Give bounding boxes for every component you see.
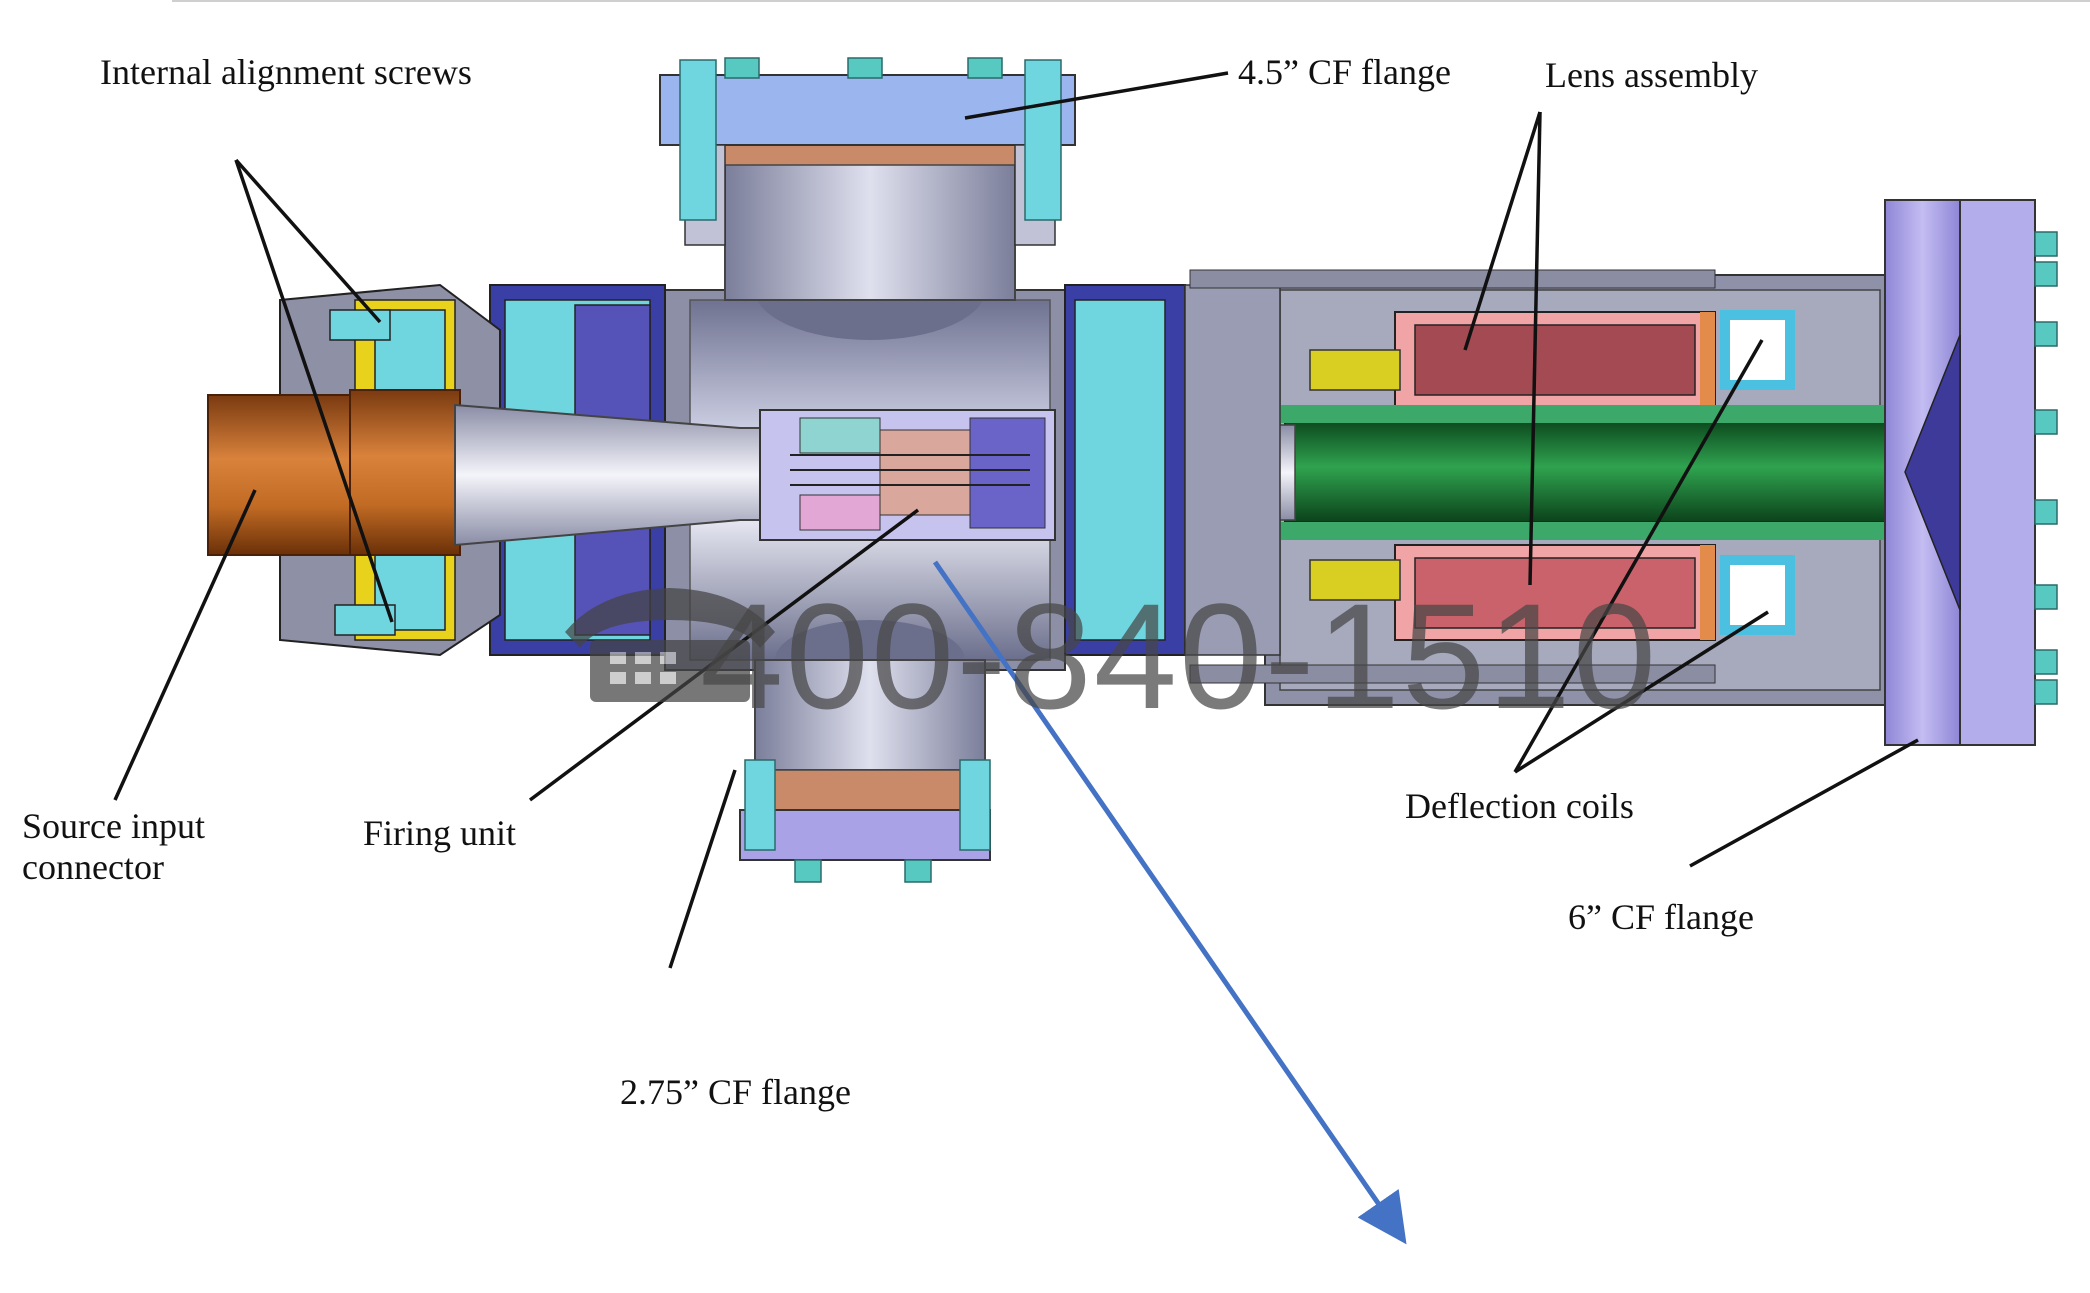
watermark-phone-number: 400-840-1510 (700, 572, 1659, 740)
flange-bolts-right (2034, 231, 2058, 705)
lens-coil-top (1394, 311, 1716, 408)
pointer-cf-flange-275 (668, 769, 737, 969)
flight-tube (1280, 405, 1906, 540)
label-firing-unit: Firing unit (363, 813, 517, 853)
pointer-alignment-screws-top (234, 158, 382, 324)
blue-arrow (932, 560, 1407, 1245)
housing-bottom-rail (1189, 664, 1716, 684)
cf-flange-45 (659, 57, 1076, 246)
lens-yellow-part-top (1309, 349, 1401, 391)
housing-top-rail (1189, 269, 1716, 289)
pointer-lens-coil-bottom (1528, 111, 1542, 586)
alignment-screw-top (329, 309, 391, 341)
pointer-alignment-screws-bottom (234, 159, 394, 623)
label-source-input-line1: Source input (22, 806, 205, 846)
lens-yellow-part-bottom (1309, 559, 1401, 601)
firing-unit (759, 409, 1056, 541)
cf-flange-6 (1884, 199, 2058, 746)
source-input-connector (207, 389, 461, 556)
deflection-coil-top (1720, 310, 1795, 390)
flange-bolts-top (724, 57, 1003, 79)
pointer-lens-coil-top (1463, 111, 1542, 351)
phone-icon (565, 588, 775, 702)
label-source-input-line2: connector (22, 847, 164, 887)
label-internal-alignment-screws: Internal alignment screws (100, 52, 472, 92)
lens-coil-bottom (1394, 544, 1716, 641)
firing-unit-pins (790, 454, 1030, 486)
label-cf-flange-45: 4.5” CF flange (1238, 52, 1451, 92)
pointer-cf-flange-6 (1689, 738, 1919, 868)
pointer-cf-flange-45 (964, 71, 1229, 120)
label-cf-flange-6: 6” CF flange (1568, 897, 1754, 937)
pointer-source-connector (113, 489, 257, 801)
pointer-deflection-coil-bottom (1514, 610, 1769, 774)
flange-bolts-bottom (794, 859, 932, 883)
top-port (714, 139, 1026, 301)
label-deflection-coils: Deflection coils (1405, 786, 1634, 826)
alignment-screw-bottom (334, 604, 396, 636)
bottom-port (754, 659, 986, 816)
label-cf-flange-275: 2.75” CF flange (620, 1072, 851, 1112)
pointer-deflection-coil-top (1513, 339, 1764, 773)
cf-flange-275 (739, 759, 991, 883)
label-lens-assembly: Lens assembly (1545, 55, 1758, 95)
